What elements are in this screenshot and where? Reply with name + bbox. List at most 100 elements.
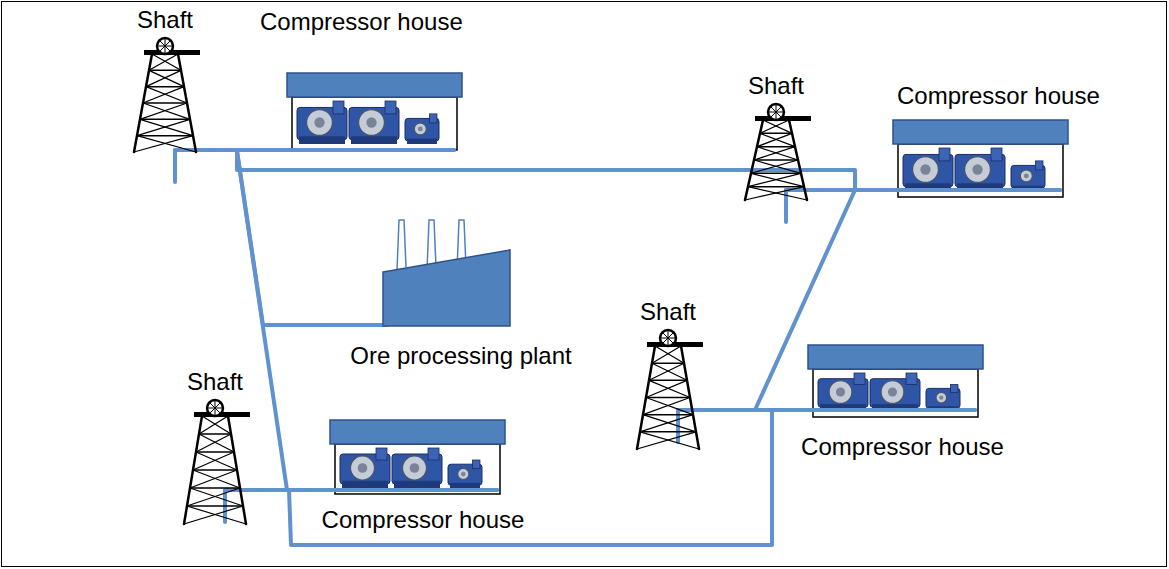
- compressor-house-node: Compressor house: [885, 82, 1106, 199]
- compressor-house-building: [287, 73, 462, 150]
- shaft-node: Shaft: [172, 368, 258, 528]
- tower-brace: [652, 346, 681, 363]
- factory-building: [383, 250, 510, 326]
- base-pipe: [775, 408, 975, 412]
- compressor-icon: [926, 384, 960, 411]
- compressor-house-building: [893, 120, 1068, 197]
- tower-brace: [751, 173, 801, 175]
- node-label: Shaft: [187, 368, 243, 396]
- base-pipe: [885, 188, 1060, 192]
- base-pipe: [230, 148, 454, 152]
- shaft-node: Shaft: [122, 6, 208, 156]
- tower-brace: [146, 70, 181, 86]
- tower-brace: [763, 120, 792, 133]
- plant-node: Ore processing plant: [325, 212, 597, 372]
- compressor-icon: [349, 101, 399, 144]
- tower-brace: [640, 431, 696, 433]
- tower-brace: [196, 434, 231, 452]
- sheave-wheel: [207, 400, 223, 416]
- tower-brace: [643, 398, 690, 415]
- tower-brace: [193, 470, 240, 488]
- node-label: Shaft: [137, 6, 193, 34]
- roof-bar: [330, 420, 505, 444]
- tower-brace: [760, 133, 792, 135]
- tower-brace: [196, 451, 234, 453]
- node-label: Compressor house: [260, 8, 463, 36]
- base-pipe: [308, 488, 497, 492]
- node-label: Ore processing plant: [350, 342, 571, 370]
- tower-brace: [137, 136, 196, 152]
- tower-brace: [146, 87, 187, 103]
- tower-brace: [143, 103, 190, 119]
- tower-brace: [646, 398, 693, 415]
- tower-brace: [143, 87, 184, 103]
- tower-brace: [649, 380, 690, 397]
- base-pipe: [230, 148, 454, 152]
- tower-brace: [140, 119, 193, 135]
- compressor-icon: [955, 148, 1005, 191]
- tower-brace: [199, 434, 234, 452]
- compressor-icon: [448, 460, 482, 488]
- tower-brace: [149, 54, 178, 70]
- tower-brace: [751, 160, 798, 173]
- node-label: Shaft: [640, 298, 696, 326]
- headframe-icon: [637, 330, 711, 449]
- compressor-icon: [340, 448, 390, 488]
- pipeline: [289, 410, 775, 545]
- tower-brace: [760, 120, 789, 133]
- wheel-spoke: [663, 333, 673, 343]
- tower-brace: [655, 346, 684, 363]
- sheave-wheel: [660, 330, 676, 346]
- tower-brace: [137, 119, 190, 135]
- base-pipe: [775, 408, 975, 412]
- base-pipe: [308, 488, 497, 492]
- sheave-wheel: [157, 38, 173, 54]
- tower-brace: [640, 432, 699, 449]
- compressor-house-node: Compressor house: [230, 8, 469, 152]
- compressor-icon: [405, 114, 439, 144]
- tower-brace: [643, 415, 696, 432]
- tower-brace: [196, 452, 237, 470]
- compressor-icon: [903, 148, 953, 191]
- roof-bar: [808, 345, 983, 369]
- shaft-node: Shaft: [733, 72, 819, 204]
- tower-brace: [754, 160, 801, 173]
- tower-brace: [190, 488, 243, 506]
- tower-brace: [754, 159, 798, 161]
- roof-bar: [287, 73, 462, 97]
- tower-brace: [187, 488, 240, 506]
- tower-brace: [143, 102, 187, 104]
- tower-brace: [134, 136, 193, 152]
- node-label: Compressor house: [322, 506, 525, 534]
- tower-brace: [187, 505, 243, 507]
- tower-brace: [745, 187, 804, 200]
- tower-brace: [149, 70, 184, 86]
- tower-brace: [760, 133, 795, 146]
- compressor-house-node: Compressor house: [308, 418, 538, 536]
- compressor-icon: [392, 448, 442, 488]
- pipeline: [208, 148, 230, 152]
- tower-brace: [652, 363, 687, 380]
- tower-brace: [748, 173, 801, 186]
- tower-brace: [202, 416, 231, 434]
- chimney: [397, 220, 406, 270]
- tower-brace: [152, 54, 181, 70]
- node-label: Compressor house: [801, 433, 1004, 461]
- tower-brace: [140, 103, 187, 119]
- tower-brace: [184, 506, 243, 524]
- wheel-spoke: [210, 403, 220, 413]
- tower-brace: [757, 133, 792, 146]
- headframe-icon: [184, 400, 258, 524]
- tower-brace: [754, 147, 795, 160]
- tower-brace: [637, 432, 696, 449]
- compressor-icon: [818, 373, 868, 411]
- tower-brace: [748, 186, 804, 188]
- tower-brace: [757, 146, 795, 148]
- base-pipe: [885, 188, 1060, 192]
- compressor-house-node: Compressor house: [775, 343, 1030, 463]
- tower-brace: [646, 380, 687, 397]
- tower-brace: [646, 397, 690, 399]
- headframe-icon: [745, 104, 819, 222]
- tower-brace: [748, 187, 807, 200]
